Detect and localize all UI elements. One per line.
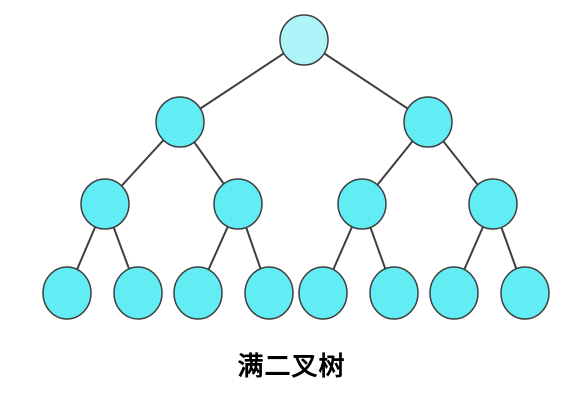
tree-node-leaf — [500, 266, 550, 320]
tree-node-leaf — [42, 266, 92, 320]
tree-node — [213, 178, 263, 230]
nodes — [42, 14, 550, 320]
tree-node — [155, 96, 205, 148]
diagram-caption: 满二叉树 — [237, 352, 346, 382]
tree-node — [468, 178, 518, 230]
tree-node-leaf — [429, 266, 479, 320]
tree-node-leaf — [113, 266, 163, 320]
tree-node — [403, 96, 453, 148]
full-binary-tree-diagram — [42, 14, 550, 320]
tree-node — [80, 178, 130, 230]
edges — [66, 39, 526, 294]
tree-node — [337, 178, 387, 230]
tree-node-leaf — [244, 266, 294, 320]
tree-node-root — [279, 14, 329, 66]
tree-node-leaf — [173, 266, 223, 320]
tree-node-leaf — [298, 266, 348, 320]
tree-node-leaf — [369, 266, 419, 320]
